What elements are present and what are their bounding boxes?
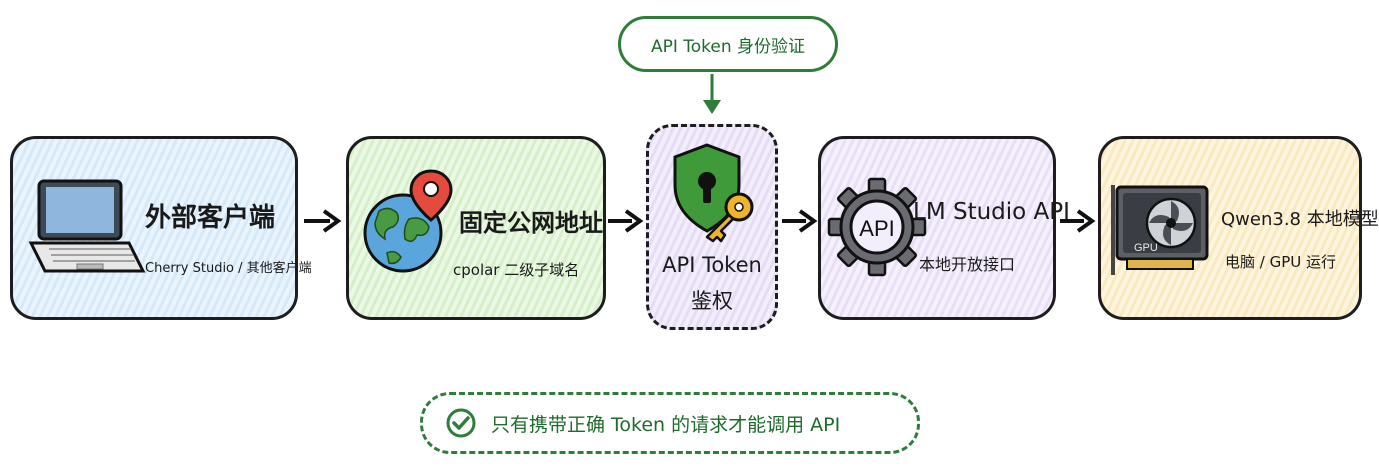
lm-studio-api-title: LM Studio API [913, 199, 1070, 225]
token-auth-node: API Token 鉴权 [646, 124, 778, 330]
laptop-icon [28, 179, 146, 273]
right-arrow-icon [304, 209, 342, 233]
down-arrow-icon [703, 74, 721, 114]
right-arrow-icon [1060, 209, 1096, 233]
external-client-node: 外部客户端 Cherry Studio / 其他客户端 [10, 136, 312, 320]
token-requirement-note: 只有携带正确 Token 的请求才能调用 API [420, 392, 920, 454]
right-arrow-icon [608, 209, 644, 233]
token-auth-title-line2: 鉴权 [691, 289, 733, 313]
token-requirement-text: 只有携带正确 Token 的请求才能调用 API [491, 413, 841, 436]
shield-key-icon [673, 143, 754, 243]
local-model-subtitle: 电脑 / GPU 运行 [1225, 253, 1337, 271]
local-model-node: GPU Qwen3.8 本地模型 电脑 / GPU 运行 [1098, 136, 1379, 320]
public-address-node: 固定公网地址 cpolar 二级子域名 [346, 136, 606, 320]
right-arrow-icon [782, 209, 818, 233]
gpu-card-icon-text: GPU [1134, 242, 1158, 254]
gear-api-icon: API [827, 177, 927, 277]
external-client-title: 外部客户端 [145, 203, 276, 233]
local-model-title: Qwen3.8 本地模型 [1221, 209, 1379, 230]
public-address-title: 固定公网地址 [459, 209, 603, 237]
gear-api-icon-text: API [859, 216, 894, 241]
globe-pin-icon [363, 169, 453, 273]
check-circle-icon [446, 408, 476, 438]
lm-studio-api-subtitle: 本地开放接口 [919, 255, 1016, 274]
external-client-subtitle: Cherry Studio / 其他客户端 [145, 261, 312, 276]
token-auth-label-text: API Token 身份验证 [650, 36, 806, 57]
token-auth-label: API Token 身份验证 [618, 16, 838, 72]
token-auth-title-line1: API Token [662, 253, 762, 277]
lm-studio-api-node: API LM Studio API 本地开放接口 [818, 136, 1070, 320]
gpu-card-icon: GPU [1111, 185, 1209, 275]
public-address-subtitle: cpolar 二级子域名 [453, 261, 580, 279]
